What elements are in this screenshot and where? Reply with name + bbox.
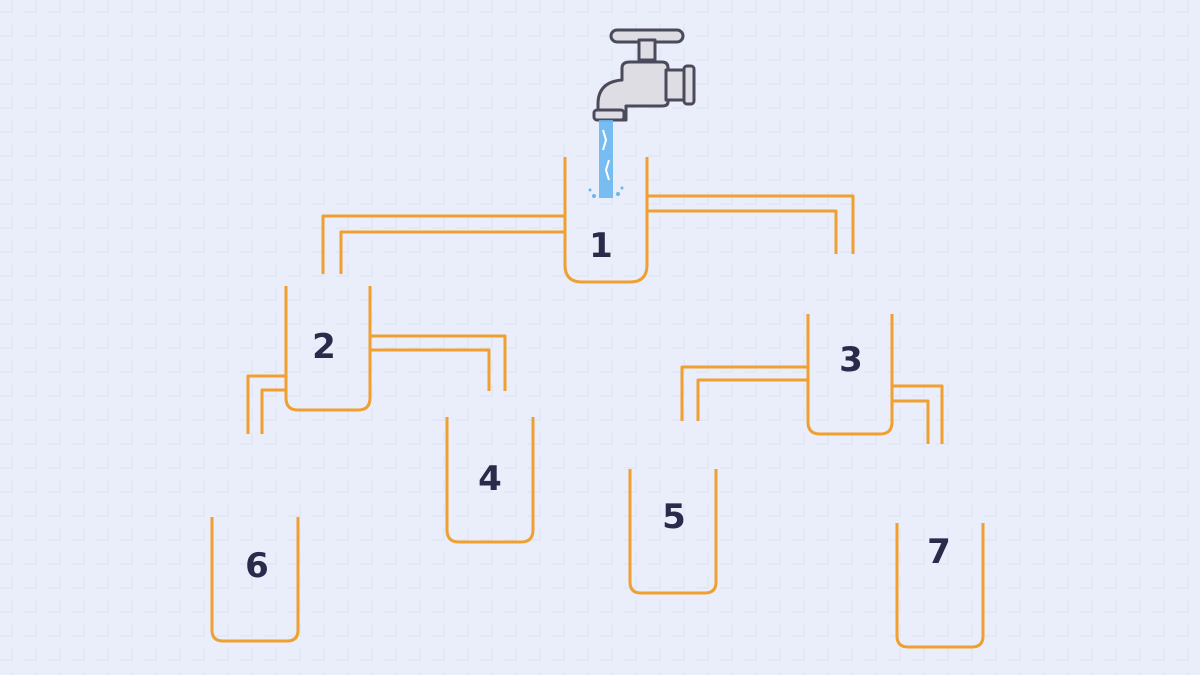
cup-2-outline — [284, 286, 372, 412]
cup-3-outline — [806, 314, 894, 436]
cup-1-label: 1 — [589, 226, 613, 266]
cup-3-label: 3 — [839, 340, 863, 380]
pipe-1-to-2 — [321, 214, 565, 274]
cup-6-outline — [210, 517, 300, 643]
cup-7-label: 7 — [927, 532, 951, 572]
cup-5-outline — [628, 469, 718, 595]
cup-6-label: 6 — [245, 546, 269, 586]
cup-4-label: 4 — [478, 459, 502, 499]
pipe-1-to-3 — [647, 194, 855, 254]
pipe-2-to-4 — [370, 334, 507, 391]
cup-5-label: 5 — [662, 497, 686, 537]
cup-2-label: 2 — [312, 327, 336, 367]
pipe-2-to-6 — [246, 374, 286, 434]
cup-1-outline — [563, 157, 649, 284]
pipe-3-to-7 — [892, 384, 944, 444]
water-stream-icon — [588, 120, 624, 198]
faucet-icon — [592, 28, 696, 122]
cup-7-outline — [895, 523, 985, 649]
cup-4-outline — [445, 417, 535, 544]
pipe-3-to-5 — [680, 365, 808, 421]
